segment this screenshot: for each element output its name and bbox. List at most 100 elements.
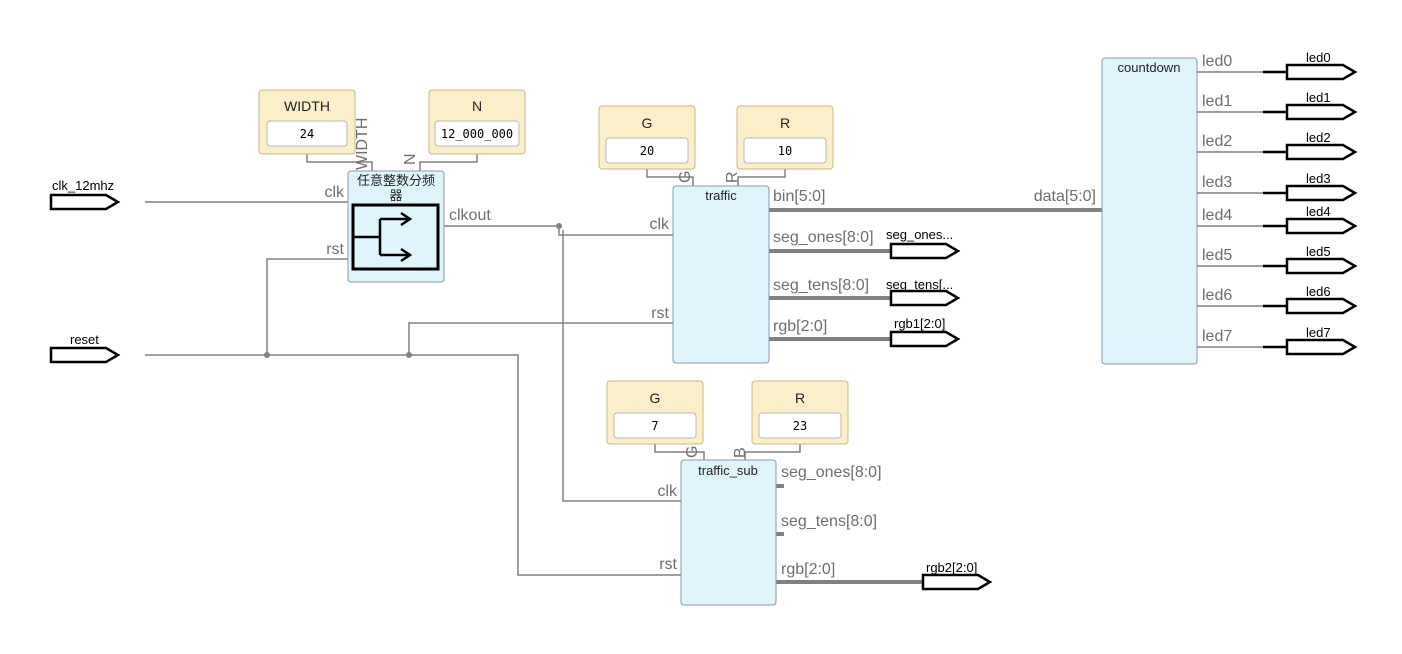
divider-title-line2: 器 — [389, 188, 402, 203]
traffic-pin-bin: bin[5:0] — [773, 188, 825, 205]
output-port-seg-tens-label: seg_tens[... — [886, 277, 953, 292]
param-sub-r-value[interactable]: 23 — [793, 419, 807, 433]
output-port-rgb1-label: rgb1[2:0] — [894, 316, 945, 331]
traffic-block[interactable]: traffic — [672, 185, 770, 364]
output-port-led1-label: led1 — [1306, 90, 1331, 105]
output-port-led0[interactable]: led0 — [1285, 50, 1358, 81]
param-n-value[interactable]: 12_000_000 — [441, 127, 513, 141]
pin-label-width: WIDTH — [354, 118, 371, 170]
output-port-led4-label: led4 — [1306, 204, 1331, 219]
output-port-led3-label: led3 — [1306, 171, 1331, 186]
wire-clkout-to-traffic-sub[interactable] — [562, 230, 681, 502]
param-width-name: WIDTH — [284, 98, 330, 114]
traffic-sub-pin-clk: clk — [657, 483, 678, 500]
input-port-reset-label: reset — [70, 332, 99, 347]
param-n-name: N — [472, 98, 482, 114]
traffic-title: traffic — [705, 188, 737, 203]
param-wire-sub-g — [654, 444, 705, 461]
countdown-pin-led0: led0 — [1202, 53, 1232, 70]
countdown-title: countdown — [1118, 60, 1181, 75]
traffic-sub-pin-seg-ones: seg_ones[8:0] — [781, 464, 882, 481]
countdown-pin-led5: led5 — [1202, 247, 1232, 264]
led-output-ports: led0 led1 led2 led3 led4 led5 led6 led7 — [1285, 50, 1358, 356]
output-port-led7[interactable]: led7 — [1285, 325, 1358, 356]
param-width[interactable]: WIDTH 24 — [258, 89, 356, 155]
clock-divider-icon — [351, 203, 440, 271]
traffic-sub-block[interactable]: traffic_sub — [680, 459, 777, 606]
output-port-led5[interactable]: led5 — [1285, 244, 1358, 275]
divider-block[interactable]: 任意整数分频 器 — [347, 170, 445, 283]
traffic-pin-seg-tens: seg_tens[8:0] — [773, 277, 869, 294]
wire-reset-net[interactable] — [145, 354, 681, 576]
countdown-pin-led6: led6 — [1202, 287, 1232, 304]
countdown-pin-led1: led1 — [1202, 93, 1232, 110]
countdown-pin-data: data[5:0] — [1034, 188, 1096, 205]
wire-reset-to-divider[interactable] — [266, 258, 348, 355]
countdown-block[interactable]: countdown — [1101, 57, 1198, 365]
divider-title-line1: 任意整数分频 — [357, 173, 435, 188]
traffic-pin-rst: rst — [651, 305, 669, 322]
output-port-led6[interactable]: led6 — [1285, 284, 1358, 315]
output-port-seg-tens[interactable]: seg_tens[... — [886, 277, 961, 307]
param-wire-traffic-g — [646, 169, 694, 187]
pin-label-traffic-g: G — [677, 171, 694, 183]
countdown-pin-led4: led4 — [1202, 207, 1232, 224]
param-traffic-g-name: G — [642, 115, 653, 131]
junction-dot — [264, 352, 270, 358]
output-port-seg-ones-label: seg_ones... — [886, 227, 953, 242]
output-port-led4[interactable]: led4 — [1285, 204, 1358, 235]
output-port-led6-label: led6 — [1306, 284, 1331, 299]
divider-pin-rst: rst — [326, 241, 344, 258]
param-n[interactable]: N 12_000_000 — [428, 89, 526, 155]
divider-pin-clkout: clkout — [449, 207, 491, 224]
param-wire-width — [306, 154, 373, 172]
param-sub-g-name: G — [650, 390, 661, 406]
output-port-led3[interactable]: led3 — [1285, 171, 1358, 202]
pin-label-traffic-r: R — [724, 171, 741, 183]
traffic-sub-pin-rgb: rgb[2:0] — [781, 561, 835, 578]
param-wire-traffic-r — [737, 169, 786, 187]
traffic-pin-clk: clk — [649, 216, 670, 233]
output-port-led1[interactable]: led1 — [1285, 90, 1358, 121]
divider-pin-clk: clk — [324, 184, 345, 201]
output-port-led0-label: led0 — [1306, 50, 1331, 65]
output-port-led2-label: led2 — [1306, 130, 1331, 145]
traffic-pin-rgb: rgb[2:0] — [773, 318, 827, 335]
param-traffic-r-value[interactable]: 10 — [778, 144, 792, 158]
param-traffic-g[interactable]: G 20 — [598, 105, 696, 170]
input-port-clk-label: clk_12mhz — [52, 178, 114, 193]
output-port-rgb2[interactable]: rgb2[2:0] — [921, 560, 993, 591]
param-sub-g[interactable]: G 7 — [606, 380, 704, 445]
input-port-reset[interactable]: reset — [49, 332, 121, 364]
wires — [145, 154, 1102, 584]
countdown-pin-led2: led2 — [1202, 133, 1232, 150]
param-sub-r[interactable]: R 23 — [751, 380, 849, 445]
pin-label-n: N — [402, 153, 419, 165]
output-port-seg-ones[interactable]: seg_ones... — [886, 227, 961, 260]
output-port-led7-label: led7 — [1306, 325, 1331, 340]
param-traffic-r-name: R — [780, 115, 790, 131]
param-sub-g-value[interactable]: 7 — [651, 419, 658, 433]
traffic-pin-seg-ones: seg_ones[8:0] — [773, 229, 874, 246]
output-port-led2[interactable]: led2 — [1285, 130, 1358, 161]
param-wire-n — [419, 154, 478, 172]
pin-label-sub-g: G — [684, 446, 701, 458]
junctions — [264, 223, 562, 358]
wire-reset-to-traffic[interactable] — [408, 322, 673, 355]
traffic-sub-pin-rst: rst — [659, 556, 677, 573]
pin-label-sub-b: B — [732, 447, 749, 458]
param-traffic-r[interactable]: R 10 — [736, 105, 834, 170]
countdown-pin-led3: led3 — [1202, 174, 1232, 191]
param-traffic-g-value[interactable]: 20 — [640, 144, 654, 158]
output-port-led5-label: led5 — [1306, 244, 1331, 259]
countdown-led-pins: led0 led1 led2 led3 led4 led5 led6 led7 — [1197, 53, 1287, 349]
junction-dot — [556, 223, 562, 229]
traffic-sub-pin-seg-tens: seg_tens[8:0] — [781, 513, 877, 530]
output-port-rgb1[interactable]: rgb1[2:0] — [889, 316, 961, 348]
wire-clkout-to-traffic[interactable] — [444, 225, 673, 236]
param-wire-sub-b — [744, 444, 801, 461]
input-port-clk[interactable]: clk_12mhz — [49, 178, 121, 211]
countdown-pin-led7: led7 — [1202, 328, 1232, 345]
param-width-value[interactable]: 24 — [300, 127, 314, 141]
